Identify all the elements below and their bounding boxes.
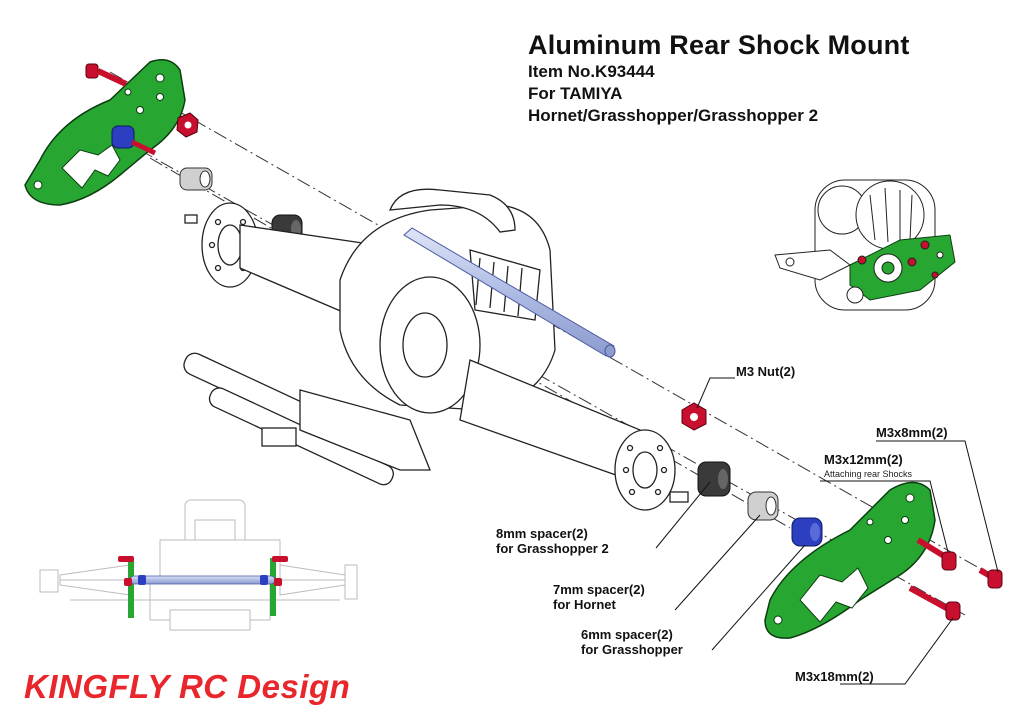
- m3x18-bolt: [908, 585, 961, 621]
- inset-rear-highlight-parts: [118, 556, 288, 618]
- inset-installed-view-rear: [39, 499, 358, 631]
- label-spacer-7mm-line2: for Hornet: [553, 597, 616, 612]
- left-shock-mount-plate: [24, 59, 186, 206]
- page-title: Aluminum Rear Shock Mount: [528, 30, 910, 60]
- left-m3-bolt: [85, 63, 128, 87]
- callout-leader-lines: [655, 377, 999, 685]
- gearbox-axle-housing: [183, 188, 689, 511]
- label-spacer-7mm-line1: 7mm spacer(2): [553, 582, 645, 597]
- right-grey-spacer-7mm: [747, 491, 779, 521]
- label-m3x12: M3x12mm(2): [824, 452, 903, 467]
- label-spacer-6mm-line2: for Grasshopper: [581, 642, 683, 657]
- left-blue-spacer: [111, 125, 157, 156]
- label-m3-nut: M3 Nut(2): [736, 364, 796, 379]
- item-number: Item No.K93444: [528, 62, 655, 81]
- label-m3x8: M3x8mm(2): [876, 425, 948, 440]
- m3x8-bolt: [978, 567, 1003, 589]
- label-spacer-8mm-line2: for Grasshopper 2: [496, 541, 609, 556]
- inset-installed-view-top: [774, 179, 956, 311]
- brand-logo-text: KINGFLY RC Design: [24, 668, 351, 705]
- label-spacer-6mm: 6mm spacer(2) for Grasshopper: [581, 627, 683, 657]
- label-spacer-8mm: 8mm spacer(2) for Grasshopper 2: [496, 526, 609, 556]
- m3x12-bolt: [916, 537, 957, 571]
- right-shock-mount-plate: [764, 481, 936, 639]
- right-blue-spacer-6mm: [791, 517, 823, 547]
- label-m3x18: M3x18mm(2): [795, 669, 874, 684]
- label-m3x12-note: Attaching rear Shocks: [824, 469, 913, 479]
- left-grey-spacer: [179, 167, 213, 191]
- blue-cross-rod: [403, 227, 616, 358]
- compatibility-brand: For TAMIYA: [528, 84, 623, 103]
- left-m3-nut: [176, 112, 199, 138]
- right-m3-nut: [681, 402, 707, 431]
- label-spacer-7mm: 7mm spacer(2) for Hornet: [553, 582, 645, 612]
- label-spacer-8mm-line1: 8mm spacer(2): [496, 526, 588, 541]
- label-spacer-6mm-line1: 6mm spacer(2): [581, 627, 673, 642]
- compatible-models: Hornet/Grasshopper/Grasshopper 2: [528, 106, 819, 125]
